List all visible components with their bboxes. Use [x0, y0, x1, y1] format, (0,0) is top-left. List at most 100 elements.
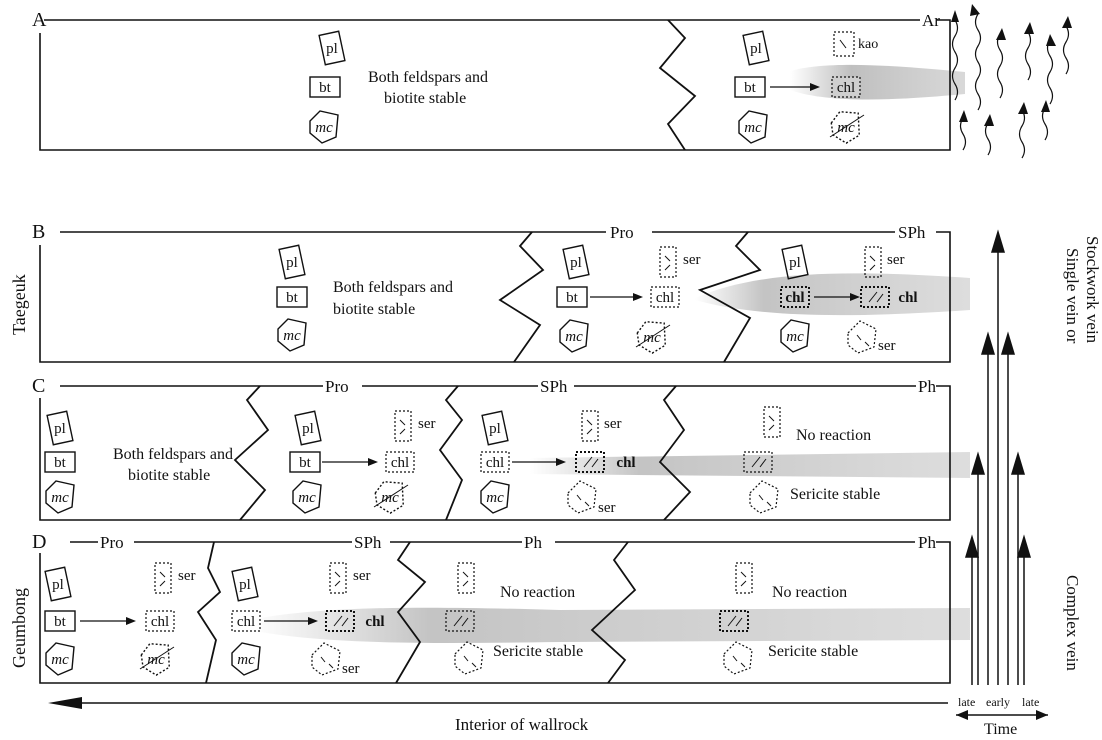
note-a-line1: Both feldspars and — [368, 69, 488, 86]
biotite-symbol-15: bt — [557, 287, 587, 307]
time-axis-label: Time — [984, 721, 1017, 738]
boundary-c-2 — [440, 386, 462, 520]
mineral-label-bt: bt — [299, 455, 312, 471]
plagioclase-symbol-28: pl — [47, 411, 73, 445]
mineral-label-chl: chl — [616, 455, 635, 471]
mineral-label-ser: ser — [878, 338, 896, 354]
zone-label-d-ph-2: Ph — [918, 533, 936, 552]
mineral-label-bt: bt — [566, 290, 579, 306]
panel-letter-c: C — [32, 375, 45, 397]
mineral-label-pl: pl — [302, 421, 314, 437]
zone-label-b-pro: Pro — [610, 223, 634, 242]
note-d-no-reaction-1: No reaction — [500, 584, 575, 601]
mineral-label-mc: mc — [315, 120, 333, 136]
mineral-label-mc: mc — [786, 329, 804, 345]
mineral-label-mc: mc — [283, 328, 301, 344]
chlorite-symbol-52: chl — [146, 611, 174, 631]
boundary-c-3 — [660, 386, 690, 520]
note-a-line2: biotite stable — [384, 90, 466, 107]
mineral-label-pl: pl — [286, 255, 298, 271]
deposit-label-geumbong: Geumbong — [9, 588, 29, 668]
time-tick-late-1: late — [958, 695, 975, 709]
mineral-label-chl: chl — [151, 614, 169, 630]
time-tick-late-2: late — [1022, 695, 1039, 709]
mineral-label-pl: pl — [570, 255, 582, 271]
sericite-symbol-62 — [458, 563, 474, 593]
microcline-symbol-6: mc — [739, 111, 767, 143]
note-c-line1: Both feldspars and — [113, 446, 233, 463]
plagioclase-symbol-14: pl — [563, 245, 589, 279]
mineral-label-ser: ser — [887, 252, 905, 268]
mineral-label-chl: chl — [365, 614, 384, 630]
microcline-symbol-54: mc — [140, 641, 174, 677]
mineral-symbols: pl bt mc pl bt mc chl kao mc pl bt mc pl bt mc chl ser mc… — [45, 31, 918, 677]
zone-boundaries — [198, 20, 760, 683]
panel-letter-b: B — [32, 221, 45, 243]
note-b-line1: Both feldspars and — [333, 279, 453, 296]
sericite-after-mc-symbol-67 — [724, 642, 752, 674]
microcline-symbol-10: mc — [830, 109, 864, 145]
note-b-line2: biotite stable — [333, 301, 415, 318]
panel-letter-d: D — [32, 531, 46, 553]
biotite-symbol-29: bt — [45, 452, 75, 472]
reaction-arrow-symbol-17 — [590, 293, 643, 301]
plagioclase-symbol-1: pl — [319, 31, 345, 65]
sericite-symbol-36 — [395, 411, 411, 441]
plagioclase-symbol-38: pl — [482, 411, 508, 445]
sericite-after-mc-symbol-27 — [848, 321, 876, 353]
deposit-label-taegeuk: Taegeuk — [9, 274, 29, 335]
sericite-symbol-53 — [155, 563, 171, 593]
sericite-symbol-60 — [330, 563, 346, 593]
sericite-after-mc-symbol-44 — [568, 481, 596, 513]
microcline-symbol-13: mc — [278, 319, 306, 351]
microcline-symbol-37: mc — [374, 479, 408, 515]
chlorite-symbol-18: chl — [651, 287, 679, 307]
sericite-after-mc-symbol-47 — [750, 481, 778, 513]
note-c-sericite-stable: Sericite stable — [790, 486, 880, 503]
zone-label-c-pro: Pro — [325, 377, 349, 396]
zone-label-c-ph: Ph — [918, 377, 936, 396]
mineral-label-mc: mc — [744, 120, 762, 136]
interior-axis: Interior of wallrock — [48, 697, 948, 734]
microcline-symbol-33: mc — [293, 481, 321, 513]
mineral-label-chl: chl — [785, 290, 804, 306]
boundary-b-1 — [500, 232, 543, 362]
interior-axis-label: Interior of wallrock — [455, 715, 589, 734]
time-axis: late early late Time — [956, 695, 1048, 738]
sericite-symbol-65 — [736, 563, 752, 593]
mineral-label-kao: kao — [858, 37, 878, 52]
microcline-symbol-25: mc — [781, 320, 809, 352]
note-c-line2: biotite stable — [128, 467, 210, 484]
mineral-label-ser: ser — [342, 661, 360, 677]
microcline-symbol-3: mc — [310, 111, 338, 143]
chlorite-symbol-39: chl — [481, 452, 509, 472]
boundary-d-1 — [198, 542, 220, 683]
biotite-symbol-2: bt — [310, 77, 340, 97]
mineral-label-pl: pl — [52, 577, 64, 593]
chlorite-symbol-22: chl — [781, 287, 809, 307]
zone-label-d-pro: Pro — [100, 533, 124, 552]
mineral-label-ser: ser — [604, 416, 622, 432]
halo-shading — [250, 65, 970, 643]
mineral-label-bt: bt — [54, 614, 67, 630]
mineral-label-pl: pl — [54, 421, 66, 437]
mineral-label-chl: chl — [237, 614, 255, 630]
microcline-symbol-57: mc — [232, 643, 260, 675]
reaction-arrow-symbol-34 — [322, 458, 378, 466]
sericite-after-mc-symbol-64 — [455, 642, 483, 674]
mineral-label-mc: mc — [51, 652, 69, 668]
zone-label-b-sph: SPh — [898, 223, 926, 242]
time-arrows — [966, 232, 1030, 685]
mineral-label-ser: ser — [353, 568, 371, 584]
mineral-label-pl: pl — [326, 41, 338, 57]
mineral-label-pl: pl — [789, 255, 801, 271]
mineral-label-chl: chl — [391, 455, 409, 471]
mineral-label-pl: pl — [489, 421, 501, 437]
mineral-label-ser: ser — [598, 500, 616, 516]
panel-letter-a: A — [32, 9, 47, 31]
chlorite-symbol-8: chl — [832, 77, 860, 97]
note-d-sericite-stable-2: Sericite stable — [768, 643, 858, 660]
microcline-symbol-20: mc — [636, 319, 670, 355]
mineral-label-chl: chl — [486, 455, 504, 471]
mineral-label-bt: bt — [319, 80, 332, 96]
